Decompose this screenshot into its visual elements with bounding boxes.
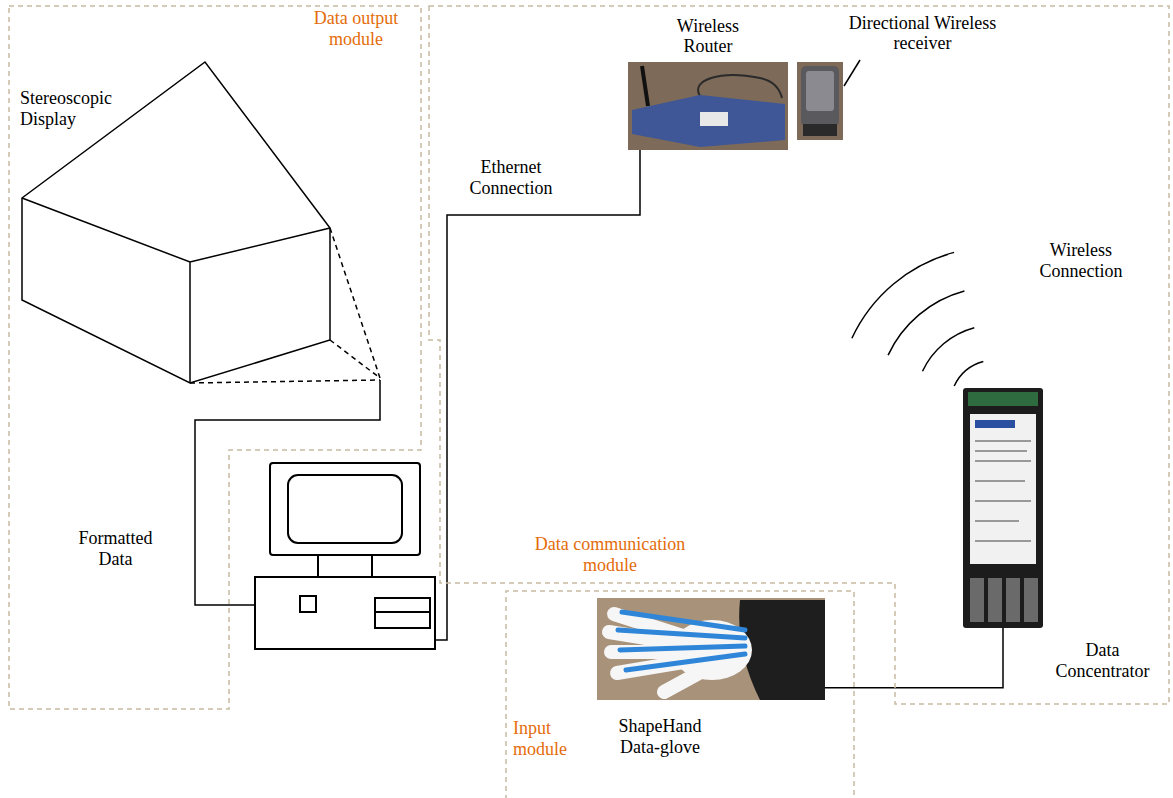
computer-case [255, 577, 435, 649]
connector [1024, 578, 1038, 622]
power-button [300, 596, 316, 612]
wave [888, 291, 964, 355]
monitor-screen [288, 475, 402, 543]
concentrator-body [963, 388, 1043, 628]
region-outline-path [9, 6, 421, 709]
wave [954, 362, 983, 387]
module-title: Input module [513, 718, 593, 759]
receiver-photo [797, 62, 843, 140]
module-region: Data communication module Wireless Router… [428, 5, 1170, 705]
projection-lines [190, 228, 380, 383]
wires [195, 60, 860, 640]
wrist-strap [739, 600, 825, 700]
concentrator-photo [963, 388, 1043, 628]
sticker-line [975, 540, 1031, 542]
device-label: Directional Wireless receiver [840, 13, 1005, 54]
connector [1006, 578, 1020, 622]
router-photo [628, 62, 788, 150]
region-outline [505, 590, 855, 798]
glove-box: ShapeHand Data-glove [597, 598, 825, 700]
device-label: Data Concentrator [1045, 640, 1160, 681]
device-label: Wireless Router [658, 16, 758, 57]
connection-label: Ethernet Connection [455, 157, 567, 198]
sticker-line [975, 480, 1025, 482]
router-body [632, 95, 785, 147]
concentrator-sticker [970, 414, 1036, 564]
wireless-waves [852, 252, 983, 386]
region-outline [428, 5, 1170, 705]
drive-slot [375, 611, 430, 613]
module-region: Data output moduleStereoscopic Display [8, 5, 422, 710]
strip [620, 646, 745, 650]
connector [988, 578, 1002, 622]
sticker-line [975, 440, 1031, 442]
router-box: Wireless Router [628, 62, 788, 150]
region-outline-path [506, 591, 854, 798]
strip [618, 630, 745, 638]
display-box: Stereoscopic Display [20, 62, 382, 387]
concentrator-box: Data Concentrator [963, 388, 1043, 628]
device-label: Stereoscopic Display [20, 88, 130, 129]
sensor-strips [618, 612, 745, 670]
router-antenna [642, 66, 648, 106]
sticker-line [975, 450, 1027, 452]
connection-label: Formatted Data [68, 528, 163, 569]
sticker-line [975, 500, 1031, 502]
router-sticker [700, 112, 728, 126]
monitor [270, 463, 420, 555]
photo-ground [628, 62, 788, 150]
display-inner-edges [22, 198, 330, 383]
receiver-box: Directional Wireless receiver [797, 62, 843, 140]
monitor-stand [318, 555, 372, 577]
sticker-line [975, 460, 1031, 462]
photo-ground [597, 598, 825, 700]
concentrator-top [968, 392, 1038, 406]
module-title: Data output module [300, 8, 412, 49]
connection-label: Wireless Connection [1025, 240, 1137, 281]
module-title: Data communication module [520, 534, 700, 575]
receiver-face [806, 71, 834, 111]
receiver-panel [801, 66, 839, 126]
connector [970, 578, 984, 622]
photo-ground [797, 62, 843, 140]
strip [622, 612, 745, 630]
wave [852, 252, 954, 338]
connector-wire [825, 628, 1003, 688]
receiver-base [803, 124, 837, 136]
module-region: Input moduleShapeHand Data-glove [505, 590, 855, 798]
device-label: ShapeHand Data-glove [600, 716, 720, 757]
sticker-line [975, 520, 1019, 522]
drive-bay [375, 598, 430, 628]
formatted-data-wire [195, 380, 380, 605]
computer-drawing [255, 463, 435, 649]
router-cable [698, 75, 782, 98]
leader-line [844, 60, 860, 86]
strip [626, 654, 745, 670]
glove-photo [597, 598, 825, 700]
wave [923, 328, 975, 372]
region-outline-path [429, 6, 1169, 704]
sticker-logo [975, 420, 1015, 428]
